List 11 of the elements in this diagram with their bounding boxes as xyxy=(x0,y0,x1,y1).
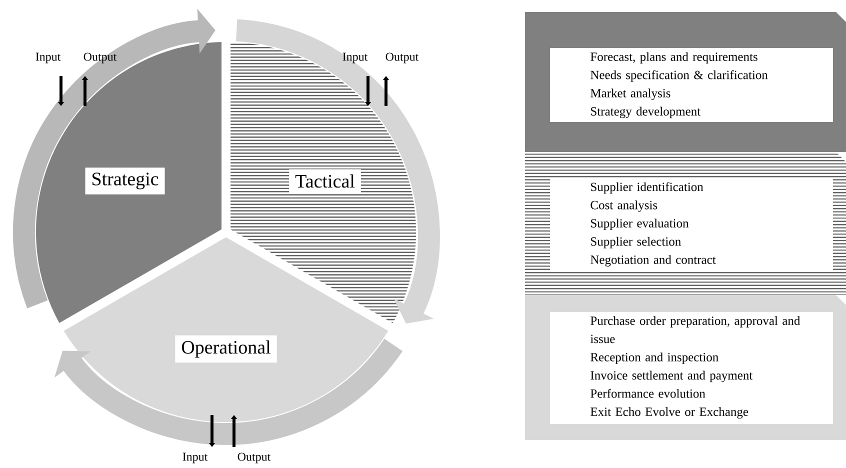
io-label: Output xyxy=(386,52,419,64)
band: Forecast, plans and requirements Needs specification & clarification Market analysis Strategy development xyxy=(525,12,846,152)
io-label: Input xyxy=(36,52,61,64)
io-label: Input xyxy=(342,52,368,64)
node-label: Tactical xyxy=(295,174,355,188)
band: Supplier identification Cost analysis Supplier evaluation Supplier selection Negotiation and contract xyxy=(525,152,846,295)
pie-sector: Operational xyxy=(54,237,402,445)
io-label: Input xyxy=(182,452,208,464)
io-label: Output xyxy=(238,452,271,464)
band: Purchase order preparation, approval and issue Reception and inspection Invoice settlement and payment Performance evolution Exit Echo Evolve or Exchange xyxy=(525,295,846,440)
io-label: Output xyxy=(84,52,117,64)
